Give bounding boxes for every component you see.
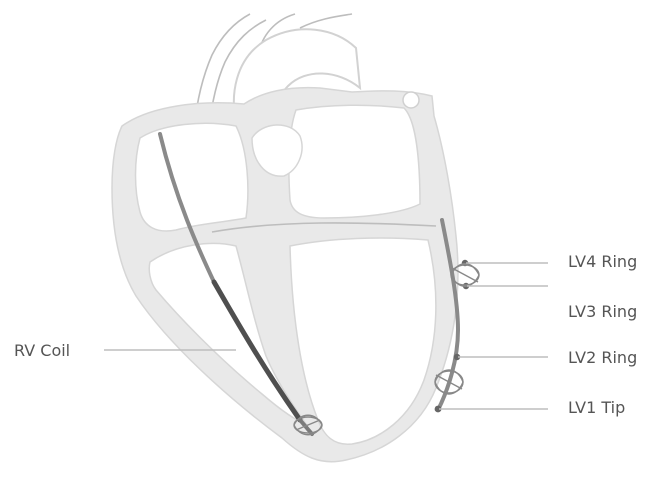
- rv-coil-label: RV Coil: [14, 341, 70, 360]
- lv3-ring-label: LV3 Ring: [568, 302, 637, 321]
- lv-lower-anchor: [435, 370, 463, 394]
- lv4-ring-label: LV4 Ring: [568, 252, 637, 271]
- left-atrium: [289, 105, 420, 218]
- pulmonary-vein-ostium: [403, 92, 419, 108]
- right-atrium: [136, 123, 248, 231]
- lv2-ring-label: LV2 Ring: [568, 348, 637, 367]
- lv1-tip-label: LV1 Tip: [568, 398, 625, 417]
